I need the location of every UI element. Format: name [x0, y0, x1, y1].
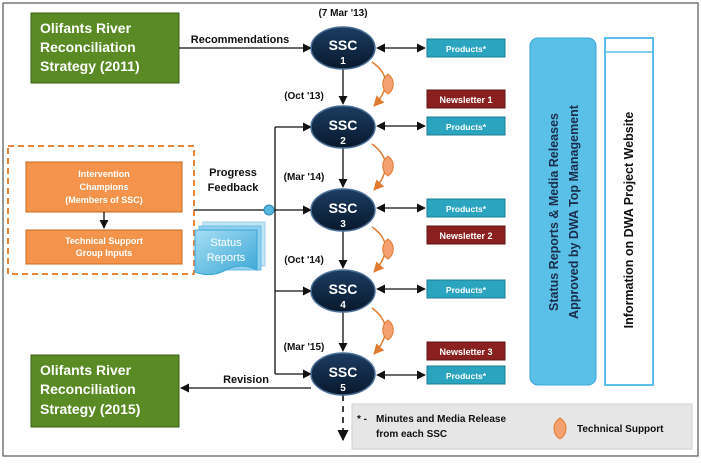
ssc-2-date: (Oct '13) [284, 91, 324, 102]
ssc-node-3: (Mar '14) SSC 3 [284, 172, 376, 232]
ssc-3-number: 3 [340, 219, 346, 230]
revision-label: Revision [223, 374, 269, 386]
products-tag-3: Products* [426, 198, 506, 218]
ssc-4-number: 4 [340, 300, 346, 311]
status-reports-line-1: Status [210, 237, 242, 249]
tsg-line-1: Technical Support [65, 236, 143, 246]
technical-support-group-box [25, 229, 183, 265]
legend-asterisk: * - [357, 414, 367, 425]
ssc-node-2: (Oct '13) SSC 2 [284, 91, 376, 149]
ssc-4-title: SSC [329, 281, 358, 297]
recommendations-label: Recommendations [191, 34, 289, 46]
newsletter-tag-1: Newsletter 1 [426, 89, 506, 109]
intervention-line-3: (Members of SSC) [65, 195, 143, 205]
newsletter-3-label: Newsletter 3 [439, 347, 492, 357]
legend-note-line-2: from each SSC [376, 429, 447, 440]
ssc-node-5: (Mar '15) SSC 5 [284, 342, 376, 396]
products-tag-4-label: Products* [446, 285, 487, 295]
newsletter-2-label: Newsletter 2 [439, 231, 492, 241]
strategy-2011-line-2: Reconciliation [40, 39, 136, 55]
ssc-5-title: SSC [329, 364, 358, 380]
status-reports-docs: Status Reports [194, 221, 266, 276]
ssc-5-number: 5 [340, 383, 346, 394]
ssc-3-title: SSC [329, 200, 358, 216]
ssc-2-title: SSC [329, 117, 358, 133]
newsletter-tag-2: Newsletter 2 [426, 225, 506, 245]
products-tag-2: Products* [426, 116, 506, 136]
strategy-2015-line-3: Strategy (2015) [40, 401, 140, 417]
tsg-line-2: Group Inputs [76, 248, 133, 258]
status-media-panel: Status Reports & Media Releases Approved… [529, 37, 597, 386]
ssc-5-date: (Mar '15) [284, 342, 325, 353]
flame-icon [553, 417, 567, 440]
status-media-line-1: Status Reports & Media Releases [547, 113, 561, 311]
progress-feedback-line-1: Progress [209, 167, 257, 179]
strategy-2015-box: Olifants River Reconciliation Strategy (… [30, 354, 180, 428]
intervention-line-2: Champions [79, 182, 128, 192]
newsletter-tag-3: Newsletter 3 [426, 341, 506, 361]
ssc-4-date: (Oct '14) [284, 255, 324, 266]
strategy-2015-line-2: Reconciliation [40, 381, 136, 397]
products-tag-3-label: Products* [446, 204, 487, 214]
intervention-line-1: Intervention [78, 169, 130, 179]
progress-feedback-line-2: Feedback [208, 182, 260, 194]
ssc-2-number: 2 [340, 136, 346, 147]
website-label: Information on DWA Project Website [622, 112, 636, 329]
ssc-1-date: (7 Mar '13) [318, 8, 367, 19]
ssc-node-4: (Oct '14) SSC 4 [284, 255, 376, 313]
ssc-3-date: (Mar '14) [284, 172, 325, 183]
products-tag-5-label: Products* [446, 371, 487, 381]
intervention-group: Intervention Champions (Members of SSC) … [7, 145, 195, 275]
feedback-junction [263, 204, 275, 216]
ssc-1-number: 1 [340, 56, 346, 67]
products-tag-4: Products* [426, 279, 506, 299]
legend-panel: * - Minutes and Media Release from each … [351, 403, 693, 450]
strategy-2011-line-3: Strategy (2011) [40, 58, 140, 74]
products-tag-1-label: Products* [446, 44, 487, 54]
legend-technical-support: Technical Support [577, 424, 664, 435]
products-tag-2-label: Products* [446, 122, 487, 132]
strategy-2015-line-1: Olifants River [40, 362, 132, 378]
newsletter-1-label: Newsletter 1 [439, 95, 492, 105]
ssc-node-1: (7 Mar '13) SSC 1 [310, 8, 376, 70]
ssc-1-title: SSC [329, 37, 358, 53]
intervention-champions-box [25, 161, 183, 213]
website-panel: Information on DWA Project Website [604, 37, 654, 386]
strategy-2011-box: Olifants River Reconciliation Strategy (… [30, 12, 180, 84]
legend-note-line-1: Minutes and Media Release [376, 414, 506, 425]
strategy-2011-line-1: Olifants River [40, 20, 132, 36]
products-tag-1: Products* [426, 38, 506, 58]
products-tag-5: Products* [426, 365, 506, 385]
technical-support-arrows [371, 61, 394, 355]
status-media-line-2: Approved by DWA Top Management [567, 104, 581, 319]
status-reports-line-2: Reports [207, 252, 246, 264]
